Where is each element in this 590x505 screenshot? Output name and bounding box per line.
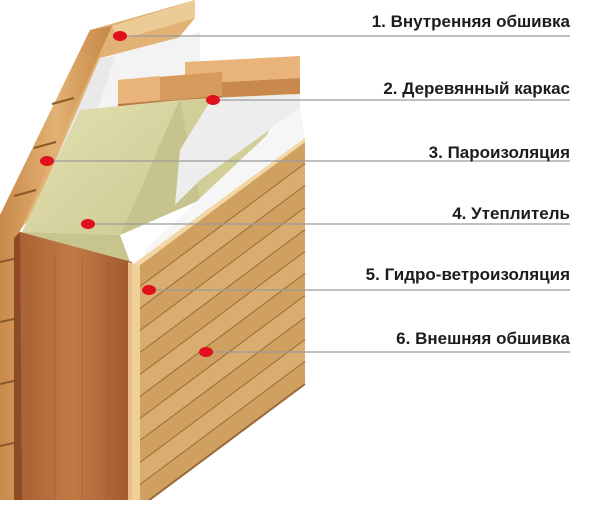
exterior-board: [136, 208, 305, 356]
exterior-board: [136, 296, 305, 444]
exterior-board: [136, 142, 305, 290]
exterior-board: [136, 362, 305, 505]
board-edge: [132, 262, 140, 500]
exterior-board: [136, 252, 305, 400]
red-dot-marker-icon: [113, 31, 127, 41]
interior-board-panel: [14, 232, 136, 500]
red-dot-marker-icon: [199, 347, 213, 357]
label-vapor-barrier: 3. Пароизоляция: [428, 143, 570, 162]
label-wind-water-barrier: 5. Гидро-ветроизоляция: [365, 265, 570, 284]
exterior-board: [136, 230, 305, 378]
leader-lines: [47, 35, 570, 353]
exterior-board: [136, 318, 305, 466]
board-top-edge: [136, 138, 305, 268]
red-dot-marker-icon: [81, 219, 95, 229]
board-seam: [141, 383, 306, 505]
label-inner-cladding: 1. Внутренняя обшивка: [371, 12, 570, 31]
inner-cladding-layer: [0, 0, 195, 500]
red-dot-marker-icon: [40, 156, 54, 166]
label-insulation: 4. Утеплитель: [452, 204, 570, 223]
exterior-board: [136, 274, 305, 422]
label-exterior-cladding: 6. Внешняя обшивка: [396, 329, 570, 348]
markers: [40, 31, 220, 357]
red-dot-marker-icon: [206, 95, 220, 105]
exterior-board: [136, 164, 305, 312]
exterior-cladding-layer: [132, 138, 306, 505]
label-wooden-frame: 2. Деревянный каркас: [383, 79, 570, 98]
red-dot-marker-icon: [142, 285, 156, 295]
exterior-board: [136, 186, 305, 334]
exterior-board: [136, 340, 305, 488]
